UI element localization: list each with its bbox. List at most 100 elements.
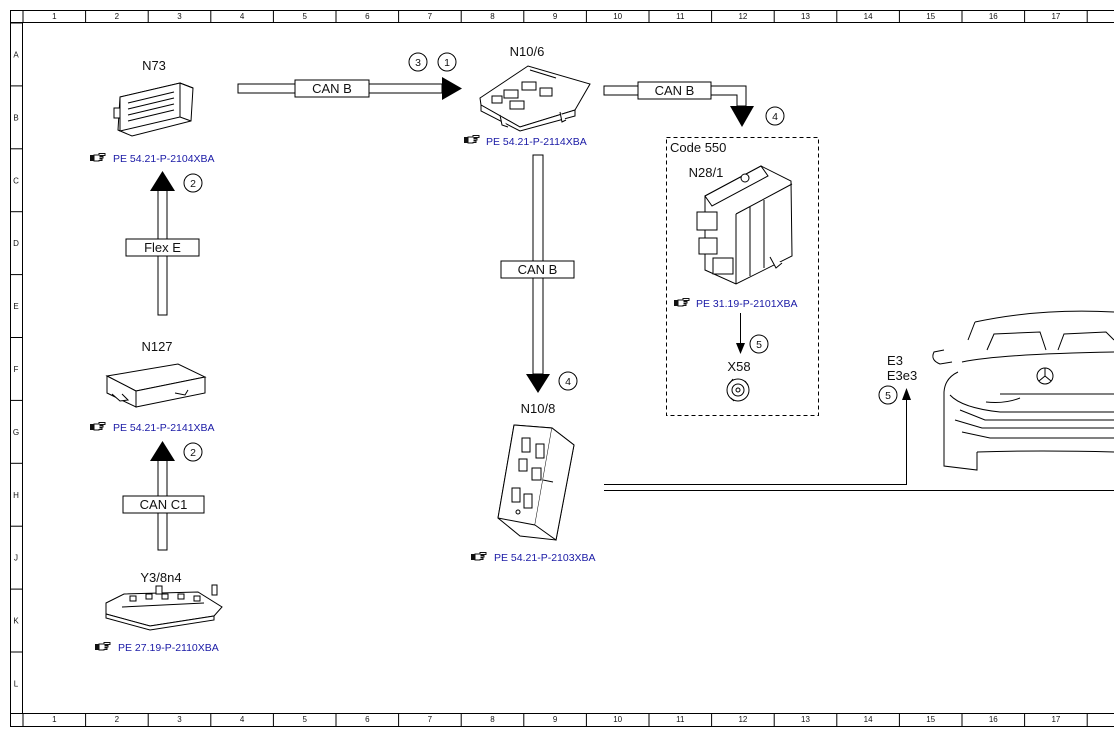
marker-5-x58-text: 5 [756,339,762,351]
reference-link-n73[interactable]: PE 54.21-P-2104XBA [89,153,215,165]
grid-column-label: 2 [115,12,120,21]
reference-link-n10-6[interactable]: PE 54.21-P-2114XBA [463,135,587,149]
component-n73-label: N73 [142,58,166,73]
grid-row-label: G [13,428,19,437]
n10-8-module-drawing [497,424,575,541]
marker-4-right: 4 [765,106,785,126]
component-n127[interactable]: N127 [105,339,207,408]
connection-n28-1-to-x58 [736,313,745,354]
marker-5-e3-text: 5 [885,390,891,402]
pointing-hand-icon [463,135,480,144]
grid-column-label: 17 [1051,715,1060,724]
grid-row-label: J [14,554,18,563]
grid-column-label: 4 [240,715,245,724]
grid-column-label: 3 [177,715,182,724]
component-n10-8-label: N10/8 [521,401,556,416]
reference-link-n10-6-text: PE 54.21-P-2114XBA [486,136,587,148]
bus-label-can-b-top: CAN B [294,79,370,98]
marker-4-vertical-text: 4 [565,376,571,388]
reference-link-n28-1-text: PE 31.19-P-2101XBA [696,298,798,310]
component-n10-8[interactable]: N10/8 [497,401,575,541]
connection-n10-8-to-e3 [604,388,1114,491]
bus-label-can-b-top-text: CAN B [312,81,352,96]
component-n28-1[interactable]: N28/1 [689,165,793,285]
marker-3: 3 [408,52,428,72]
grid-row-label: H [13,491,19,500]
grid-column-label: 15 [926,12,935,21]
grid-column-label: 10 [613,12,622,21]
pointing-hand-icon [89,153,106,162]
grid-column-label: 6 [365,715,370,724]
grid-column-label: 15 [926,715,935,724]
reference-link-n10-8[interactable]: PE 54.21-P-2103XBA [470,552,596,564]
grid-column-label: 8 [490,12,495,21]
x58-connector-drawing [726,378,750,402]
n28-1-module-drawing [696,165,793,285]
component-n73[interactable]: N73 [113,58,194,137]
n73-module-drawing [113,82,194,137]
marker-1: 1 [437,52,457,72]
reference-link-y3-8n4-text: PE 27.19-P-2110XBA [118,642,219,654]
y3-8n4-module-drawing [105,584,223,631]
grid-column-label: 11 [676,715,685,724]
grid-column-label: 13 [801,715,810,724]
grid-column-label: 1 [52,12,57,21]
grid-column-label: 9 [553,12,558,21]
bus-label-can-c1: CAN C1 [122,495,205,514]
reference-link-y3-8n4[interactable]: PE 27.19-P-2110XBA [94,642,219,654]
grid-column-label: 16 [989,12,998,21]
marker-2-lower-text: 2 [190,447,196,459]
component-y3-8n4-label: Y3/8n4 [140,570,181,585]
component-e3-label: E3 [887,353,903,368]
grid-row-label: L [14,679,19,688]
component-e3e3-label: E3e3 [887,368,917,383]
component-n28-1-label: N28/1 [689,165,724,180]
component-x58[interactable]: X58 [726,359,751,402]
option-box-label: Code 550 [670,140,726,155]
bus-label-can-b-right-text: CAN B [655,83,695,98]
grid-column-label: 10 [613,715,622,724]
component-n127-label: N127 [141,339,172,354]
grid-column-label: 14 [864,715,873,724]
component-e3[interactable]: E3 E3e3 [887,353,917,383]
component-n10-6[interactable]: N10/6 [479,44,591,132]
grid-column-label: 1 [52,715,57,724]
marker-4-vertical: 4 [558,371,578,391]
grid-column-label: 6 [365,12,370,21]
marker-2-lower: 2 [183,442,203,462]
marker-5-x58: 5 [749,334,769,354]
grid-column-label: 7 [428,12,433,21]
pointing-hand-icon [89,422,106,431]
reference-link-n127[interactable]: PE 54.21-P-2141XBA [89,422,215,434]
grid-column-label: 7 [428,715,433,724]
reference-link-n28-1[interactable]: PE 31.19-P-2101XBA [673,298,798,310]
marker-1-text: 1 [444,57,450,69]
grid-column-label: 12 [738,12,747,21]
grid-column-label: 17 [1051,12,1060,21]
grid-column-label: 9 [553,715,558,724]
component-y3-8n4[interactable]: Y3/8n4 [105,570,223,631]
grid-row-label: K [13,617,19,626]
grid-row-label: F [14,365,19,374]
bus-label-can-c1-text: CAN C1 [140,497,188,512]
component-n10-6-label: N10/6 [510,44,545,59]
grid-row-label: E [13,302,18,311]
grid-column-label: 5 [302,12,307,21]
grid-column-label: 12 [738,715,747,724]
marker-5-e3: 5 [878,385,898,405]
grid-column-label: 3 [177,12,182,21]
grid-column-label: 8 [490,715,495,724]
reference-link-n10-8-text: PE 54.21-P-2103XBA [494,552,596,564]
vehicle-rear-drawing [932,310,1114,471]
grid-column-label: 13 [801,12,810,21]
grid-column-label: 16 [989,715,998,724]
pointing-hand-icon [94,642,111,651]
marker-2-upper: 2 [183,173,203,193]
grid-row-label: B [13,113,18,122]
grid-column-label: 11 [676,12,685,21]
bus-label-can-b-vertical: CAN B [500,260,575,279]
grid-column-label: 5 [302,715,307,724]
reference-link-n73-text: PE 54.21-P-2104XBA [113,153,215,165]
drawing-frame [10,10,1114,727]
